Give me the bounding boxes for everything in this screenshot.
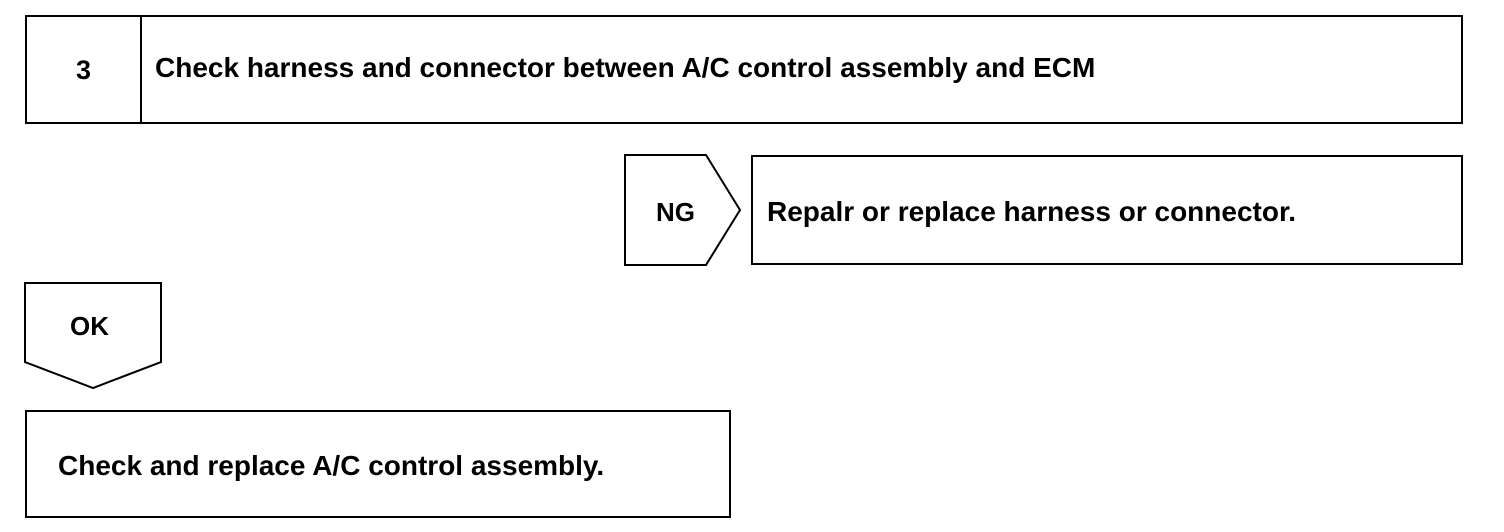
- ok-result-box: Check and replace A/C control assembly.: [25, 410, 731, 518]
- ok-label: OK: [70, 311, 109, 341]
- step-number: 3: [76, 55, 92, 85]
- step-divider: [140, 17, 142, 122]
- ok-result-text: Check and replace A/C control assembly.: [58, 450, 605, 481]
- step-box: 3 Check harness and connector between A/…: [25, 15, 1463, 124]
- ng-label: NG: [656, 197, 695, 227]
- ng-result-text: Repalr or replace harness or connector.: [767, 196, 1297, 227]
- step-title: Check harness and connector between A/C …: [155, 52, 1096, 83]
- ng-result-box: Repalr or replace harness or connector.: [751, 155, 1463, 265]
